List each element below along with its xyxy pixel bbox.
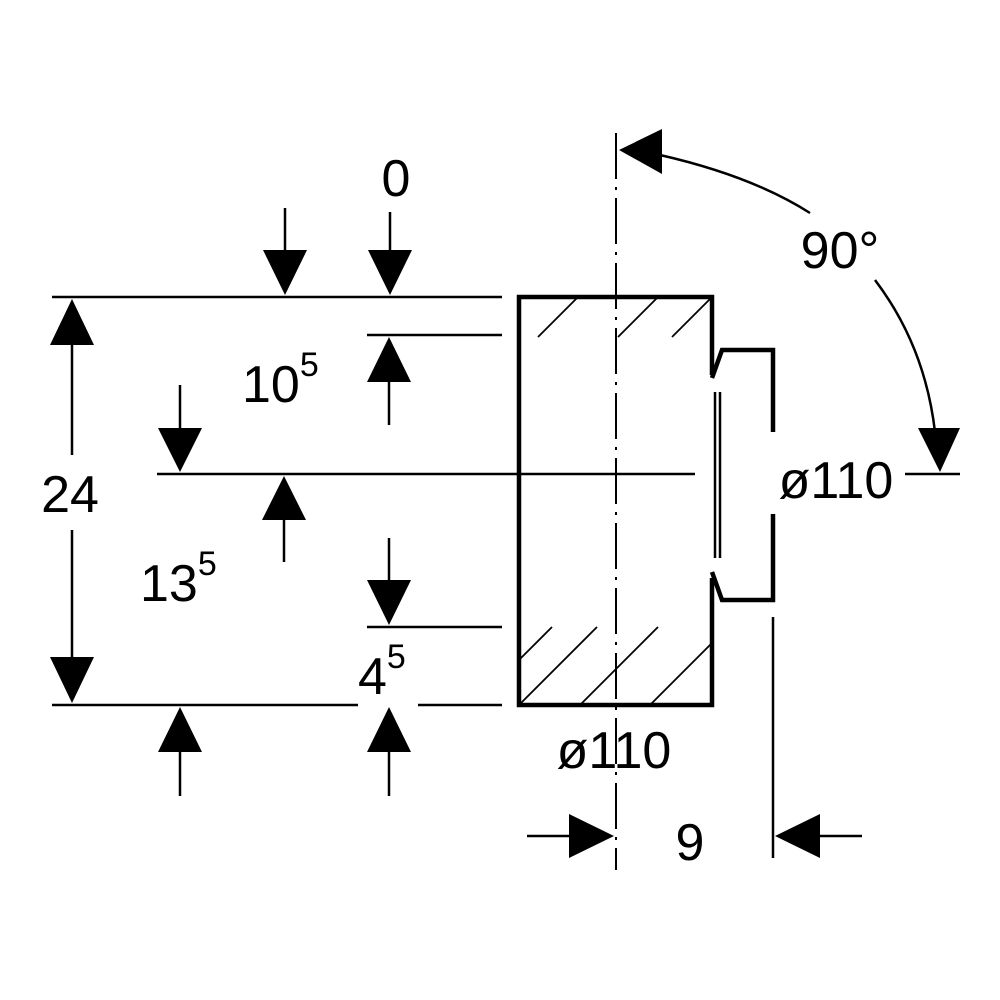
upper-offset-arrow xyxy=(367,337,411,425)
depth-dimension-arrows xyxy=(527,814,862,858)
outlet-flange xyxy=(709,347,776,858)
height-dimension-24 xyxy=(50,299,94,703)
top-offset-arrows xyxy=(263,208,412,295)
rotation-arc xyxy=(619,129,960,472)
upper-offset-label: 105 xyxy=(242,346,319,414)
rotation-angle-label: 90° xyxy=(801,222,880,280)
height-dimension-label: 24 xyxy=(41,466,99,524)
fitting-body xyxy=(516,294,715,708)
body-diameter-label: ø110 xyxy=(557,722,672,780)
outlet-diameter-label: ø110 xyxy=(779,452,894,510)
depth-dimension-label: 9 xyxy=(676,814,705,872)
top-offset-label: 0 xyxy=(382,150,411,208)
center-offset-arrows xyxy=(158,385,306,562)
lower-offset-label: 45 xyxy=(358,638,406,706)
bottom-offset-arrows xyxy=(158,707,411,796)
lower-offset-arrow xyxy=(367,538,411,625)
middle-offset-label: 135 xyxy=(140,545,217,613)
extension-lines xyxy=(52,295,960,707)
